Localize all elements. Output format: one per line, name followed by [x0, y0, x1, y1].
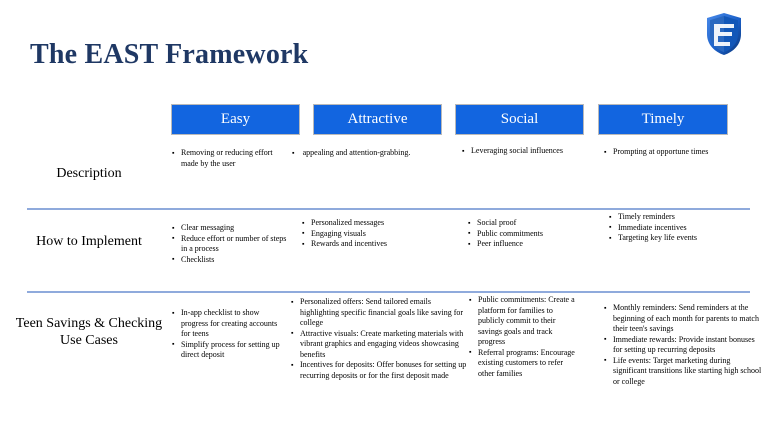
column-header-attractive[interactable]: Attractive — [313, 104, 442, 135]
standard-bank-shield-logo — [704, 12, 744, 56]
row-divider — [27, 208, 750, 210]
row-label-description: Description — [56, 166, 122, 181]
column-header-label: Easy — [220, 111, 251, 127]
column-header-social[interactable]: Social — [455, 104, 584, 135]
column-header-label: Attractive — [347, 111, 408, 127]
bullet-item: Rewards and incentives — [302, 239, 427, 250]
table-cell: Personalized messagesEngaging visualsRew… — [302, 218, 427, 250]
bullet-item: Reduce effort or number of steps in a pr… — [172, 233, 290, 255]
bullet-item: Simplify process for setting up direct d… — [172, 339, 284, 361]
bullet-item: Engaging visuals — [302, 228, 427, 240]
table-cell: Timely remindersImmediate incentivesTarg… — [609, 212, 744, 244]
column-header-easy[interactable]: Easy — [171, 104, 300, 135]
row-divider — [27, 291, 750, 293]
bullet-list: Removing or reducing effort made by the … — [172, 148, 282, 169]
bullet-item: Life events: Target marketing during sig… — [604, 355, 766, 388]
bullet-item: In-app checklist to show progress for cr… — [172, 308, 284, 340]
row-label-teen-savings-use-cases: Teen Savings & Checking Use Cases — [15, 316, 163, 348]
table-cell: Removing or reducing effort made by the … — [172, 148, 282, 169]
bullet-list: Leveraging social influences — [462, 146, 577, 157]
bullet-item: Monthly reminders: Send reminders at the… — [604, 303, 766, 335]
table-cell: Clear messagingReduce effort or number o… — [172, 223, 290, 265]
bullet-item: Clear messaging — [172, 223, 290, 234]
bullet-item: Targeting key life events — [609, 233, 744, 244]
bullet-item: Public commitments — [468, 228, 583, 240]
bullet-item: Referral programs: Encourage existing cu… — [469, 347, 581, 380]
table-cell: Prompting at opportune times — [604, 147, 729, 158]
bullet-list: Timely remindersImmediate incentivesTarg… — [609, 212, 744, 244]
column-header-label: Social — [500, 111, 539, 127]
table-cell: In-app checklist to show progress for cr… — [172, 308, 284, 361]
bullet-list: Personalized offers: Send tailored email… — [291, 297, 469, 381]
bullet-list: appealing and attention-grabbing. — [292, 148, 412, 159]
table-cell: Personalized offers: Send tailored email… — [291, 297, 469, 381]
table-cell: Monthly reminders: Send reminders at the… — [604, 303, 766, 387]
bullet-list: Clear messagingReduce effort or number o… — [172, 223, 290, 265]
bullet-list: Social proofPublic commitmentsPeer influ… — [468, 218, 583, 250]
bullet-list: In-app checklist to show progress for cr… — [172, 308, 284, 361]
bullet-item: Attractive visuals: Create marketing mat… — [291, 328, 469, 361]
page-title: The EAST Framework — [30, 38, 309, 70]
bullet-item: appealing and attention-grabbing. — [292, 148, 412, 159]
bullet-list: Monthly reminders: Send reminders at the… — [604, 303, 766, 387]
column-header-label: Timely — [641, 111, 685, 127]
bullet-item: Leveraging social influences — [462, 146, 577, 157]
column-header-timely[interactable]: Timely — [598, 104, 728, 135]
bullet-item: Public commitments: Create a platform fo… — [469, 295, 581, 348]
bullet-item: Timely reminders — [609, 212, 744, 223]
bullet-item: Peer influence — [468, 239, 583, 250]
bullet-list: Public commitments: Create a platform fo… — [469, 295, 581, 379]
bullet-item: Incentives for deposits: Offer bonuses f… — [291, 360, 469, 381]
bullet-item: Prompting at opportune times — [604, 147, 729, 158]
bullet-item: Immediate incentives — [609, 222, 744, 234]
bullet-list: Personalized messagesEngaging visualsRew… — [302, 218, 427, 250]
bullet-item: Removing or reducing effort made by the … — [172, 148, 282, 169]
bullet-item: Personalized messages — [302, 218, 427, 229]
table-cell: Social proofPublic commitmentsPeer influ… — [468, 218, 583, 250]
bullet-item: Personalized offers: Send tailored email… — [291, 297, 469, 329]
bullet-item: Immediate rewards: Provide instant bonus… — [604, 334, 766, 356]
table-cell: Public commitments: Create a platform fo… — [469, 295, 581, 379]
bullet-item: Checklists — [172, 254, 290, 266]
bullet-item: Social proof — [468, 218, 583, 229]
row-label-how-to-implement: How to Implement — [36, 234, 142, 249]
bullet-list: Prompting at opportune times — [604, 147, 729, 158]
table-cell: Leveraging social influences — [462, 146, 577, 157]
table-cell: appealing and attention-grabbing. — [292, 148, 412, 159]
